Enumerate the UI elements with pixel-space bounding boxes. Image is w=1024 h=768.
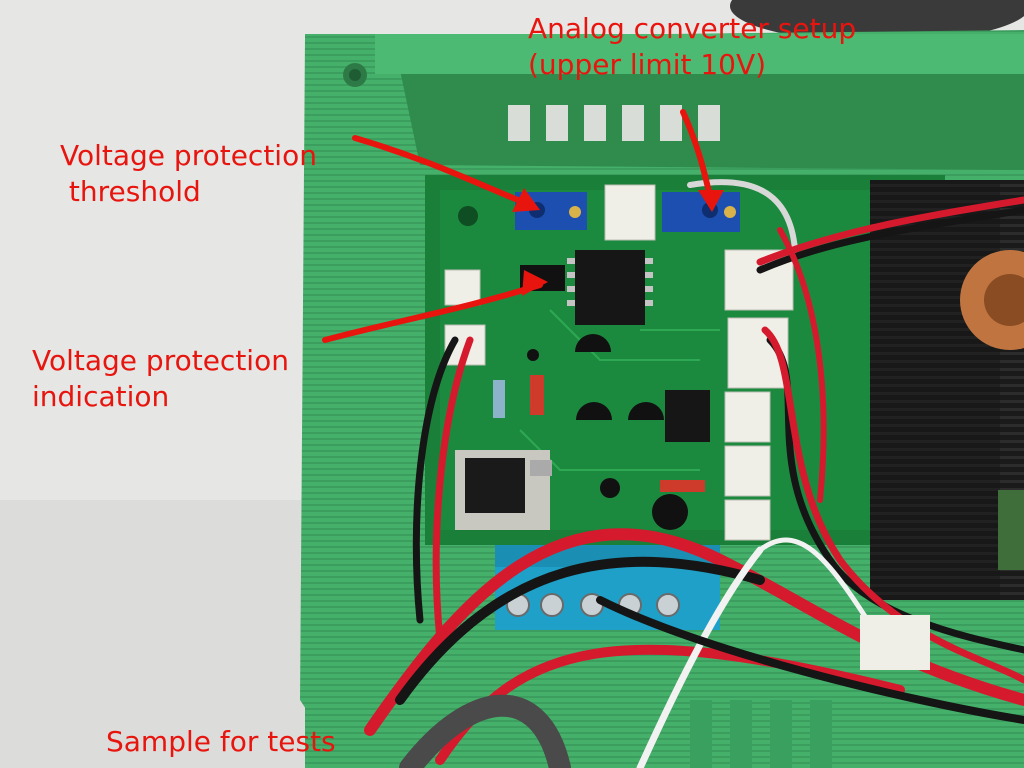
arrow-indication xyxy=(322,282,543,343)
heatsink xyxy=(870,180,1024,600)
label-threshold-line2: threshold xyxy=(60,175,201,208)
label-threshold-line1: Voltage protection xyxy=(60,139,317,172)
annotation-labels: Analog converter setup (upper limit 10V)… xyxy=(32,12,856,758)
trimpot-analog-setup xyxy=(662,192,740,232)
enclosure-rim-left xyxy=(305,34,375,768)
bottom-vents xyxy=(690,700,832,768)
label-analog-setup-line1: Analog converter setup xyxy=(528,12,856,45)
enclosure-rim-top xyxy=(305,34,1024,74)
vent-slots xyxy=(508,105,720,141)
small-components xyxy=(493,265,710,530)
wires xyxy=(364,179,1024,768)
white-connector xyxy=(444,184,794,541)
dip-ic xyxy=(567,250,653,325)
background-shade xyxy=(0,500,320,768)
wire-connector xyxy=(860,615,930,670)
arrow-threshold xyxy=(352,135,533,208)
capacitor xyxy=(998,490,1024,570)
pcb-mounting-hole xyxy=(458,206,478,226)
annotation-arrowheads xyxy=(512,188,724,296)
label-indication-line1: Voltage protection xyxy=(32,344,289,377)
voltage-regulator xyxy=(455,450,552,530)
label-indication-line2: indication xyxy=(32,380,169,413)
label-analog-setup-line2: (upper limit 10V) xyxy=(528,48,766,81)
label-sample: Sample for tests xyxy=(106,725,336,758)
